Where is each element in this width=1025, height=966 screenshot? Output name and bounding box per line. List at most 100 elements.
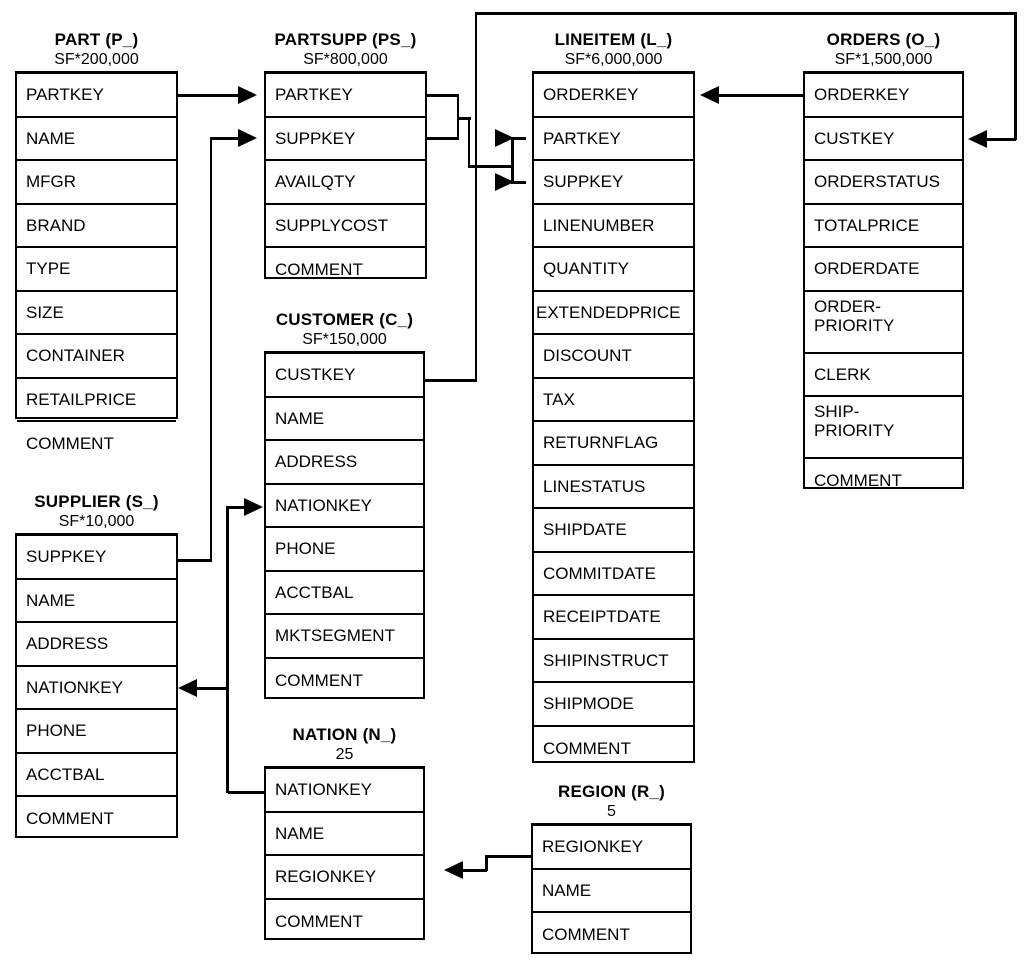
field-orders-orderpriority[interactable]: ORDER- PRIORITY xyxy=(805,292,962,354)
field-region-comment[interactable]: COMMENT xyxy=(542,925,630,945)
connector-nation-nationkey-out xyxy=(228,791,266,794)
table-region: REGION (R_) 5 REGIONKEY NAME COMMENT xyxy=(531,782,692,954)
field-part-comment[interactable]: COMMENT xyxy=(26,434,114,454)
table-orders-cardinality: SF*1,500,000 xyxy=(834,51,933,68)
connector-partsupp-partkey-out xyxy=(427,94,459,97)
connector-customer-nationkey-in xyxy=(226,506,248,509)
table-customer-box: CUSTKEY NAME ADDRESS NATIONKEY PHONE ACC… xyxy=(264,351,425,699)
field-part-container[interactable]: CONTAINER xyxy=(17,335,176,379)
field-lineitem-suppkey[interactable]: SUPPKEY xyxy=(534,161,693,205)
field-nation-nationkey[interactable]: NATIONKEY xyxy=(266,769,423,813)
field-orders-orderkey[interactable]: ORDERKEY xyxy=(805,74,962,118)
field-lineitem-quantity[interactable]: QUANTITY xyxy=(534,248,693,292)
arrowhead-nation-regionkey xyxy=(444,861,463,879)
table-supplier-box: SUPPKEY NAME ADDRESS NATIONKEY PHONE ACC… xyxy=(15,533,178,838)
field-customer-acctbal[interactable]: ACCTBAL xyxy=(266,572,423,615)
field-orders-shippriority[interactable]: SHIP- PRIORITY xyxy=(805,397,962,459)
field-lineitem-orderkey[interactable]: ORDERKEY xyxy=(534,74,693,118)
field-lineitem-returnflag[interactable]: RETURNFLAG xyxy=(534,422,693,466)
field-region-name[interactable]: NAME xyxy=(533,870,690,913)
connector-partsupp-suppkey-out xyxy=(427,137,459,140)
field-partsupp-comment[interactable]: COMMENT xyxy=(275,260,363,280)
field-customer-comment[interactable]: COMMENT xyxy=(275,670,363,690)
field-orders-orderstatus[interactable]: ORDERSTATUS xyxy=(805,161,962,205)
field-customer-mktsegment[interactable]: MKTSEGMENT xyxy=(266,615,423,659)
field-part-size[interactable]: SIZE xyxy=(17,292,176,335)
field-lineitem-receiptdate[interactable]: RECEIPTDATE xyxy=(534,596,693,640)
field-orders-orderpriority-line1: ORDER- xyxy=(814,296,882,316)
field-partsupp-partkey[interactable]: PARTKEY xyxy=(266,74,425,118)
field-customer-custkey[interactable]: CUSTKEY xyxy=(266,354,423,398)
table-supplier: SUPPLIER (S_) SF*10,000 SUPPKEY NAME ADD… xyxy=(15,492,178,838)
table-customer-title: CUSTOMER (C_) xyxy=(275,310,414,329)
field-partsupp-availqty[interactable]: AVAILQTY xyxy=(266,161,425,205)
field-partsupp-supplycost[interactable]: SUPPLYCOST xyxy=(266,205,425,248)
field-lineitem-linestatus[interactable]: LINESTATUS xyxy=(534,466,693,509)
field-lineitem-shipmode[interactable]: SHIPMODE xyxy=(534,683,693,727)
table-partsupp-box: PARTKEY SUPPKEY AVAILQTY SUPPLYCOST COMM… xyxy=(264,71,427,279)
field-orders-clerk[interactable]: CLERK xyxy=(805,354,962,397)
arrowhead-customer-nationkey xyxy=(244,498,263,516)
field-supplier-suppkey[interactable]: SUPPKEY xyxy=(17,536,176,580)
table-nation-box: NATIONKEY NAME REGIONKEY COMMENT xyxy=(264,766,425,940)
table-customer-cardinality: SF*150,000 xyxy=(302,331,387,348)
connector-partsupp-suppkey-in xyxy=(209,137,242,140)
field-lineitem-shipdate[interactable]: SHIPDATE xyxy=(534,509,693,553)
connector-nation-regionkey-in xyxy=(462,869,487,872)
field-lineitem-partkey[interactable]: PARTKEY xyxy=(534,118,693,161)
field-nation-comment[interactable]: COMMENT xyxy=(275,911,363,931)
arrowhead-lineitem-suppkey xyxy=(495,173,514,191)
field-nation-name[interactable]: NAME xyxy=(266,813,423,856)
table-region-cardinality: 5 xyxy=(607,803,616,820)
field-nation-regionkey[interactable]: REGIONKEY xyxy=(266,856,423,900)
field-lineitem-comment[interactable]: COMMENT xyxy=(543,738,631,758)
field-customer-nationkey[interactable]: NATIONKEY xyxy=(266,485,423,528)
field-lineitem-discount[interactable]: DISCOUNT xyxy=(534,335,693,379)
table-part-box: PARTKEY NAME MFGR BRAND TYPE SIZE CONTAI… xyxy=(15,71,178,453)
table-region-title: REGION (R_) xyxy=(557,782,666,801)
connector-partsupp-trunk-horizontal xyxy=(467,165,514,168)
arrowhead-supplier-nationkey xyxy=(178,679,197,697)
field-supplier-acctbal[interactable]: ACCTBAL xyxy=(17,754,176,797)
field-supplier-phone[interactable]: PHONE xyxy=(17,710,176,754)
connector-nation-trunk-vertical xyxy=(226,507,229,793)
connector-customer-custkey-vertical xyxy=(474,13,477,381)
field-region-regionkey[interactable]: REGIONKEY xyxy=(533,826,690,870)
field-part-mfgr[interactable]: MFGR xyxy=(17,161,176,205)
field-lineitem-tax[interactable]: TAX xyxy=(534,379,693,422)
arrowhead-lineitem-orderkey xyxy=(700,86,719,104)
field-orders-orderdate[interactable]: ORDERDATE xyxy=(805,248,962,292)
connector-supplier-nationkey-in xyxy=(196,687,228,690)
table-lineitem-box: ORDERKEY PARTKEY SUPPKEY LINENUMBER QUAN… xyxy=(532,71,695,763)
field-part-type[interactable]: TYPE xyxy=(17,248,176,292)
field-partsupp-suppkey[interactable]: SUPPKEY xyxy=(266,118,425,161)
field-supplier-name[interactable]: NAME xyxy=(17,580,176,623)
connector-lineitem-suppkey-in xyxy=(511,181,526,184)
connector-supplier-suppkey-vertical xyxy=(209,138,212,561)
table-orders-box: ORDERKEY CUSTKEY ORDERSTATUS TOTALPRICE … xyxy=(803,71,964,490)
table-part: PART (P_) SF*200,000 PARTKEY NAME MFGR B… xyxy=(15,30,178,453)
field-customer-address[interactable]: ADDRESS xyxy=(266,441,423,485)
field-lineitem-shipinstruct[interactable]: SHIPINSTRUCT xyxy=(534,640,693,683)
field-supplier-comment[interactable]: COMMENT xyxy=(26,809,114,829)
field-lineitem-commitdate[interactable]: COMMITDATE xyxy=(534,553,693,596)
field-lineitem-extendedprice[interactable]: EXTENDEDPRICE xyxy=(534,292,693,335)
field-lineitem-linenumber[interactable]: LINENUMBER xyxy=(534,205,693,248)
field-orders-custkey[interactable]: CUSTKEY xyxy=(805,118,962,161)
field-supplier-nationkey[interactable]: NATIONKEY xyxy=(17,667,176,710)
field-customer-phone[interactable]: PHONE xyxy=(266,528,423,572)
field-part-partkey[interactable]: PARTKEY xyxy=(17,74,176,118)
field-customer-name[interactable]: NAME xyxy=(266,398,423,441)
field-orders-totalprice[interactable]: TOTALPRICE xyxy=(805,205,962,248)
field-part-retailprice[interactable]: RETAILPRICE xyxy=(17,379,176,422)
field-part-brand[interactable]: BRAND xyxy=(17,205,176,248)
table-nation-title: NATION (N_) xyxy=(292,725,397,744)
table-lineitem: LINEITEM (L_) SF*6,000,000 ORDERKEY PART… xyxy=(532,30,695,763)
connector-lineitem-partkey-in xyxy=(511,137,526,140)
field-orders-orderpriority-line2: PRIORITY xyxy=(814,315,895,335)
field-orders-comment[interactable]: COMMENT xyxy=(814,471,902,491)
arrowhead-orders-custkey xyxy=(968,130,987,148)
field-supplier-address[interactable]: ADDRESS xyxy=(17,623,176,667)
field-part-name[interactable]: NAME xyxy=(17,118,176,161)
table-part-title: PART (P_) xyxy=(54,30,139,49)
